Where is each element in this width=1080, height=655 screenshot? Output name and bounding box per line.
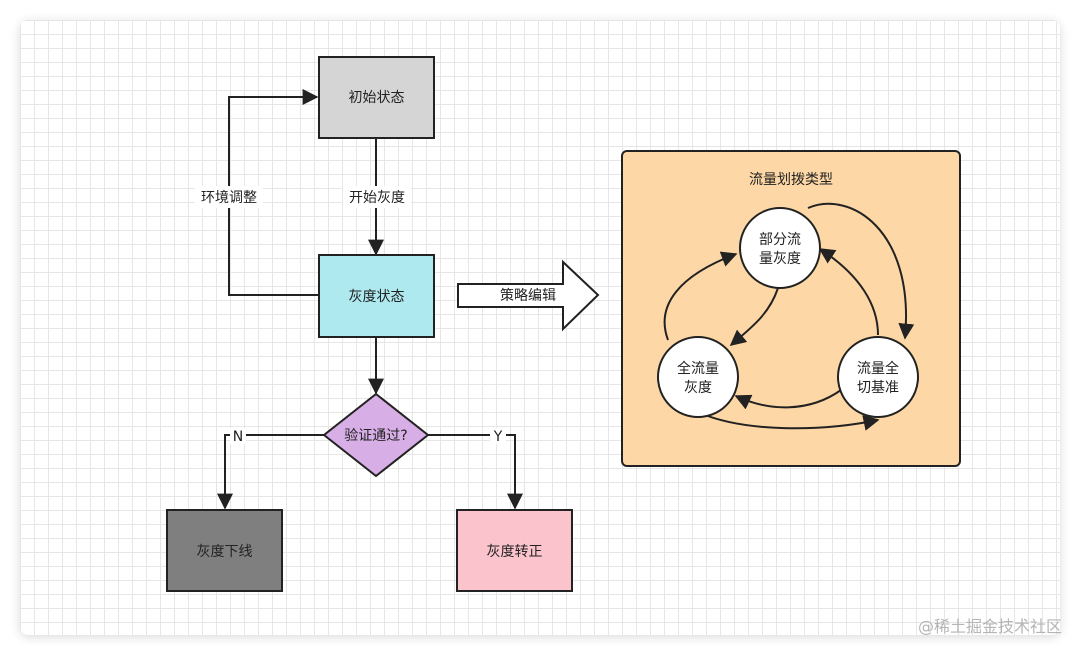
- edge-verify-no: [217, 434, 324, 510]
- edge-label-bg-env: [195, 186, 263, 208]
- panel-title: 流量划拨类型: [749, 172, 833, 188]
- watermark-text: @稀土掘金技术社区: [917, 617, 1062, 636]
- node-gray-label: 灰度状态: [349, 289, 405, 305]
- arrow-cut-to-partial: [818, 248, 879, 336]
- state-partial-line2: 量灰度: [759, 251, 801, 267]
- node-verify-label: 验证通过?: [344, 428, 407, 444]
- state-partial-line1: 部分流: [759, 232, 801, 248]
- policy-edit-arrow: 策略编辑: [457, 259, 600, 332]
- state-full-line1: 全流量: [677, 360, 719, 377]
- policy-edit-label: 策略编辑: [500, 287, 556, 304]
- edge-label-start-gray: 开始灰度: [349, 190, 405, 206]
- edge-label-bg-start: [343, 186, 411, 208]
- state-full-gray[interactable]: 全流量 灰度: [657, 336, 739, 418]
- state-cut-baseline[interactable]: 流量全 切基准: [837, 336, 919, 418]
- arrow-full-to-cut: [699, 412, 880, 431]
- edge-label-bg-yes: [490, 428, 506, 444]
- arrow-partial-to-cut: [807, 202, 915, 340]
- state-cut-line1: 流量全: [857, 360, 899, 377]
- arrow-partial-to-full: [729, 287, 779, 347]
- node-offline-label: 灰度下线: [197, 544, 253, 560]
- edge-label-env-adjust: 环境调整: [201, 190, 257, 206]
- node-gray-offline[interactable]: 灰度下线: [166, 509, 283, 592]
- node-verify-decision[interactable]: 验证通过?: [322, 392, 430, 478]
- arrow-cut-to-full: [734, 389, 842, 410]
- node-promote-label: 灰度转正: [487, 544, 543, 560]
- state-partial-gray[interactable]: 部分流 量灰度: [739, 207, 821, 289]
- state-full-line2: 灰度: [684, 380, 712, 396]
- node-initial-label: 初始状态: [349, 89, 405, 106]
- traffic-allocation-panel: 流量划拨类型 部分流 量灰度 全流量 灰度 流量全 切基准: [621, 150, 961, 467]
- edge-verify-yes: [428, 434, 523, 510]
- node-initial-state[interactable]: 初始状态: [318, 56, 435, 139]
- arrow-full-to-partial: [663, 251, 738, 341]
- node-gray-promote[interactable]: 灰度转正: [456, 509, 573, 592]
- node-gray-state[interactable]: 灰度状态: [318, 254, 435, 338]
- edge-label-yes: Y: [493, 429, 503, 445]
- edge-label-no: N: [233, 429, 243, 445]
- state-cut-line2: 切基准: [857, 379, 899, 396]
- edge-label-bg-no: [230, 428, 246, 444]
